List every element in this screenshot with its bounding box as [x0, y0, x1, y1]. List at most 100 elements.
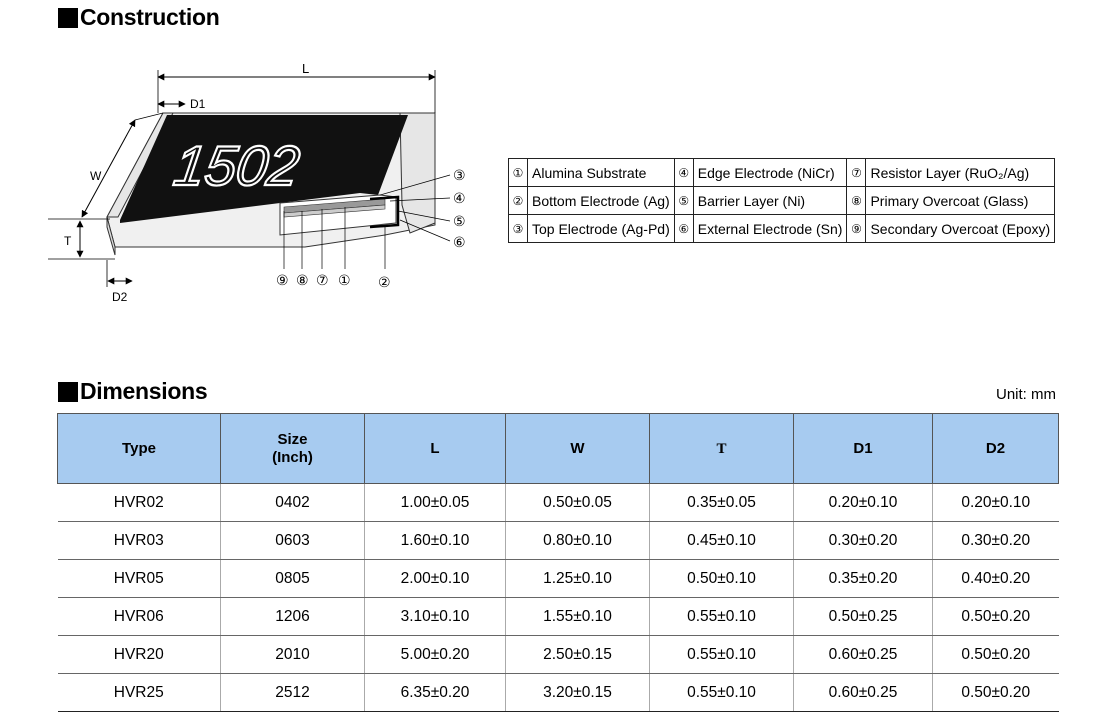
construction-heading-text: Construction	[80, 4, 220, 30]
cell-W: 3.20±0.15	[505, 673, 650, 712]
cell-L: 5.00±0.20	[364, 635, 506, 674]
header-D2: D2	[932, 413, 1059, 484]
cell-size: 0603	[220, 521, 365, 560]
cell-T: 0.45±0.10	[649, 521, 794, 560]
legend-number: ⑨	[846, 214, 867, 243]
header-T: T	[649, 413, 794, 484]
cell-type: HVR05	[57, 559, 221, 598]
legend-row: ③ Top Electrode (Ag-Pd) ⑥ External Elect…	[508, 214, 1056, 243]
construction-heading: Construction	[58, 4, 220, 31]
cell-L: 3.10±0.10	[364, 597, 506, 636]
legend-number: ④	[673, 158, 694, 187]
dimension-D1-label: D1	[190, 97, 206, 111]
cell-W: 2.50±0.15	[505, 635, 650, 674]
unit-label: Unit: mm	[996, 386, 1056, 403]
chip-marking: 1502	[170, 134, 303, 197]
callout-4: ④	[453, 191, 466, 207]
dimensions-heading-text: Dimensions	[80, 378, 208, 404]
cell-type: HVR02	[57, 483, 221, 522]
construction-legend-table: ① Alumina Substrate ④ Edge Electrode (Ni…	[508, 158, 1056, 243]
cell-size: 0805	[220, 559, 365, 598]
cell-D1: 0.60±0.25	[793, 673, 933, 712]
cell-D1: 0.30±0.20	[793, 521, 933, 560]
cell-D1: 0.60±0.25	[793, 635, 933, 674]
dimensions-heading: Dimensions	[58, 378, 208, 405]
dimension-T-label: T	[64, 234, 72, 248]
cell-D2: 0.30±0.20	[932, 521, 1059, 560]
cell-T: 0.35±0.05	[649, 483, 794, 522]
cell-type: HVR20	[57, 635, 221, 674]
header-type: Type	[57, 413, 221, 484]
legend-text: Bottom Electrode (Ag)	[527, 186, 675, 215]
cell-L: 1.00±0.05	[364, 483, 506, 522]
cell-type: HVR25	[57, 673, 221, 712]
cell-D2: 0.50±0.20	[932, 673, 1059, 712]
legend-text: Edge Electrode (NiCr)	[692, 158, 848, 187]
cell-D1: 0.50±0.25	[793, 597, 933, 636]
legend-number: ⑥	[673, 214, 694, 243]
cell-T: 0.55±0.10	[649, 635, 794, 674]
right-callouts: ③ ④ ⑤ ⑥	[379, 168, 466, 251]
legend-text: Resistor Layer (RuO₂/Ag)	[865, 158, 1056, 187]
cell-T: 0.50±0.10	[649, 559, 794, 598]
heading-square-icon	[58, 381, 78, 402]
legend-text: External Electrode (Sn)	[692, 214, 848, 243]
cell-L: 6.35±0.20	[364, 673, 506, 712]
cell-W: 0.50±0.05	[505, 483, 650, 522]
legend-text: Primary Overcoat (Glass)	[865, 186, 1056, 215]
bottom-callouts: ⑨ ⑧ ⑦ ① ②	[276, 207, 391, 291]
cell-D2: 0.50±0.20	[932, 635, 1059, 674]
cell-W: 0.80±0.10	[505, 521, 650, 560]
callout-9: ⑨	[276, 273, 289, 289]
cell-L: 1.60±0.10	[364, 521, 506, 560]
cell-L: 2.00±0.10	[364, 559, 506, 598]
callout-5: ⑤	[453, 214, 466, 230]
cell-D1: 0.20±0.10	[793, 483, 933, 522]
callout-1: ①	[338, 273, 351, 289]
cell-D2: 0.20±0.10	[932, 483, 1059, 522]
legend-number: ③	[508, 214, 528, 243]
legend-row: ① Alumina Substrate ④ Edge Electrode (Ni…	[508, 158, 1056, 187]
heading-square-icon	[58, 7, 78, 28]
legend-number: ①	[508, 158, 528, 187]
legend-number: ②	[508, 186, 528, 215]
cell-size: 2512	[220, 673, 365, 712]
cell-type: HVR03	[57, 521, 221, 560]
cell-D2: 0.50±0.20	[932, 597, 1059, 636]
callout-3: ③	[453, 168, 466, 184]
cell-T: 0.55±0.10	[649, 673, 794, 712]
cell-D1: 0.35±0.20	[793, 559, 933, 598]
callout-8: ⑧	[296, 273, 309, 289]
dimension-L-label: L	[302, 61, 309, 76]
callout-2: ②	[378, 275, 391, 291]
legend-text: Top Electrode (Ag-Pd)	[527, 214, 675, 243]
dimension-D2-label: D2	[112, 290, 128, 304]
cell-size: 1206	[220, 597, 365, 636]
header-W: W	[505, 413, 650, 484]
cell-size: 2010	[220, 635, 365, 674]
cell-W: 1.55±0.10	[505, 597, 650, 636]
cell-T: 0.55±0.10	[649, 597, 794, 636]
cell-W: 1.25±0.10	[505, 559, 650, 598]
header-D1: D1	[793, 413, 933, 484]
callout-6: ⑥	[453, 235, 466, 251]
dimension-W-label: W	[90, 169, 102, 183]
legend-row: ② Bottom Electrode (Ag) ⑤ Barrier Layer …	[508, 186, 1056, 215]
header-size: Size (Inch)	[220, 413, 365, 484]
overcoat-top	[120, 115, 408, 223]
cell-type: HVR06	[57, 597, 221, 636]
legend-text: Secondary Overcoat (Epoxy)	[865, 214, 1056, 243]
legend-text: Alumina Substrate	[527, 158, 675, 187]
cell-D2: 0.40±0.20	[932, 559, 1059, 598]
resistor-construction-diagram: 1502 L D1 W T D2 ③ ④ ⑤ ⑥	[48, 61, 466, 304]
legend-number: ⑤	[673, 186, 694, 215]
layer-stack	[279, 194, 400, 236]
header-L: L	[364, 413, 506, 484]
